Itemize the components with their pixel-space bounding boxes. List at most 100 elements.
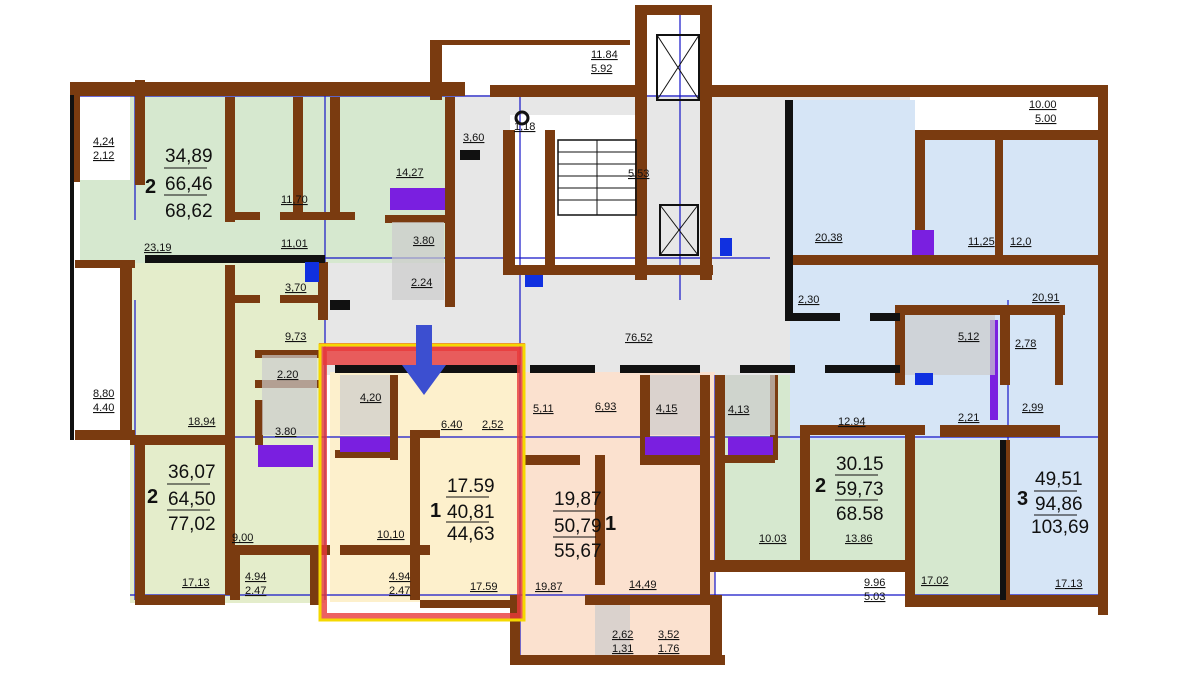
area-label: 12,0	[1010, 236, 1031, 248]
bathroom-tile	[392, 222, 444, 300]
kitchen-stove-icon	[340, 437, 390, 452]
area-label: 9,73	[285, 331, 306, 343]
balcony-labels: 4,24 2,12 8,80 4.40 4.94 2.47 4.94 2.47 …	[93, 49, 1057, 655]
apartment-a-summary: 2 34,89 66,46 68,62	[145, 146, 213, 222]
area-label: 3,70	[285, 282, 306, 294]
plan-element	[135, 80, 145, 185]
area-label: 12.94	[838, 416, 866, 428]
plan-element	[895, 305, 1065, 315]
area-label: 2,21	[958, 412, 979, 424]
area-label: 5.03	[864, 591, 885, 603]
plan-element	[503, 265, 713, 275]
plan-element	[130, 435, 235, 445]
plan-element	[525, 455, 580, 465]
plan-element	[715, 375, 725, 565]
plan-element	[145, 255, 325, 263]
area-label: 2,99	[1022, 402, 1043, 414]
plan-element	[530, 365, 595, 373]
area-label: 2,52	[482, 419, 503, 431]
area-label: 20,91	[1032, 292, 1060, 304]
bathroom-tile	[725, 375, 775, 435]
plan-element	[635, 5, 710, 15]
area-label: 2	[147, 486, 158, 508]
plan-element	[585, 595, 715, 605]
plan-element	[230, 545, 240, 600]
plan-element	[70, 82, 80, 182]
plan-element	[700, 375, 710, 600]
plan-element	[905, 430, 915, 600]
apartment-f-fill	[790, 100, 1105, 440]
plan-element	[390, 375, 398, 460]
area-label: 14,27	[396, 167, 424, 179]
plan-element	[280, 212, 355, 220]
plan-element	[635, 5, 647, 280]
plan-element	[75, 260, 135, 268]
area-label: 59,73	[836, 479, 884, 500]
plan-element	[995, 140, 1003, 260]
area-label: 1	[605, 513, 616, 535]
plan-element	[225, 295, 260, 303]
plan-element	[915, 130, 925, 265]
area-label: 11,25	[968, 236, 995, 248]
area-label: 103,69	[1031, 517, 1089, 538]
area-label: 77,02	[168, 514, 216, 535]
plan-element	[790, 255, 1100, 265]
area-label: 4,24	[93, 136, 114, 148]
plan-element	[659, 204, 699, 256]
plan-element	[545, 130, 555, 265]
area-label: 1,18	[514, 121, 535, 133]
area-label: 1.76	[658, 643, 679, 655]
area-label: 11,01	[281, 238, 308, 250]
area-label: 49,51	[1035, 469, 1083, 490]
area-label: 3.80	[275, 426, 296, 438]
area-label: 64,50	[168, 489, 216, 510]
plan-element	[410, 430, 420, 600]
area-label: 50,79	[554, 516, 602, 537]
area-label: 23,19	[144, 242, 172, 254]
plan-element	[410, 430, 440, 438]
plan-element	[514, 110, 530, 126]
plan-element	[225, 265, 235, 595]
area-label: 6,93	[595, 401, 616, 413]
plan-element	[656, 34, 700, 101]
plan-element	[135, 595, 225, 605]
plan-element	[800, 425, 810, 560]
area-label: 3,60	[463, 132, 484, 144]
plan-element	[510, 595, 520, 665]
stairwell	[514, 34, 700, 256]
plan-element	[318, 262, 328, 320]
kitchen-stove-icon	[645, 437, 700, 455]
elevator-large	[656, 34, 700, 101]
area-label: 8,80	[93, 388, 114, 400]
apartment-c-summary: 1 17.59 40,81 44,63	[430, 476, 495, 545]
area-label: 36,07	[168, 462, 216, 483]
plan-element	[510, 655, 725, 665]
plan-element	[1000, 315, 1010, 385]
plan-element	[740, 365, 795, 373]
area-label: 5,12	[958, 331, 979, 343]
area-label: 9.96	[864, 577, 885, 589]
plan-element	[310, 545, 320, 605]
plan-element	[330, 97, 340, 219]
plan-element	[330, 300, 350, 310]
plan-element	[70, 95, 74, 440]
plan-element	[430, 40, 630, 45]
area-label: 2,30	[798, 294, 819, 306]
plan-element	[255, 400, 263, 445]
area-label: 10.03	[759, 533, 787, 545]
plan-element	[120, 260, 132, 440]
stair-fill	[510, 115, 640, 270]
area-label: 68.58	[836, 504, 884, 525]
plan-element	[940, 425, 1060, 437]
area-label: 2	[815, 475, 826, 497]
bathroom-tile	[595, 605, 630, 655]
area-label: 2.20	[277, 369, 298, 381]
area-label: 17.59	[470, 581, 498, 593]
area-label: 18,94	[188, 416, 216, 428]
area-label: 55,67	[554, 541, 602, 562]
fixtures	[258, 188, 998, 655]
area-label: 10.00	[1029, 99, 1057, 111]
area-label: 2,12	[93, 150, 114, 162]
plan-element	[800, 425, 925, 435]
